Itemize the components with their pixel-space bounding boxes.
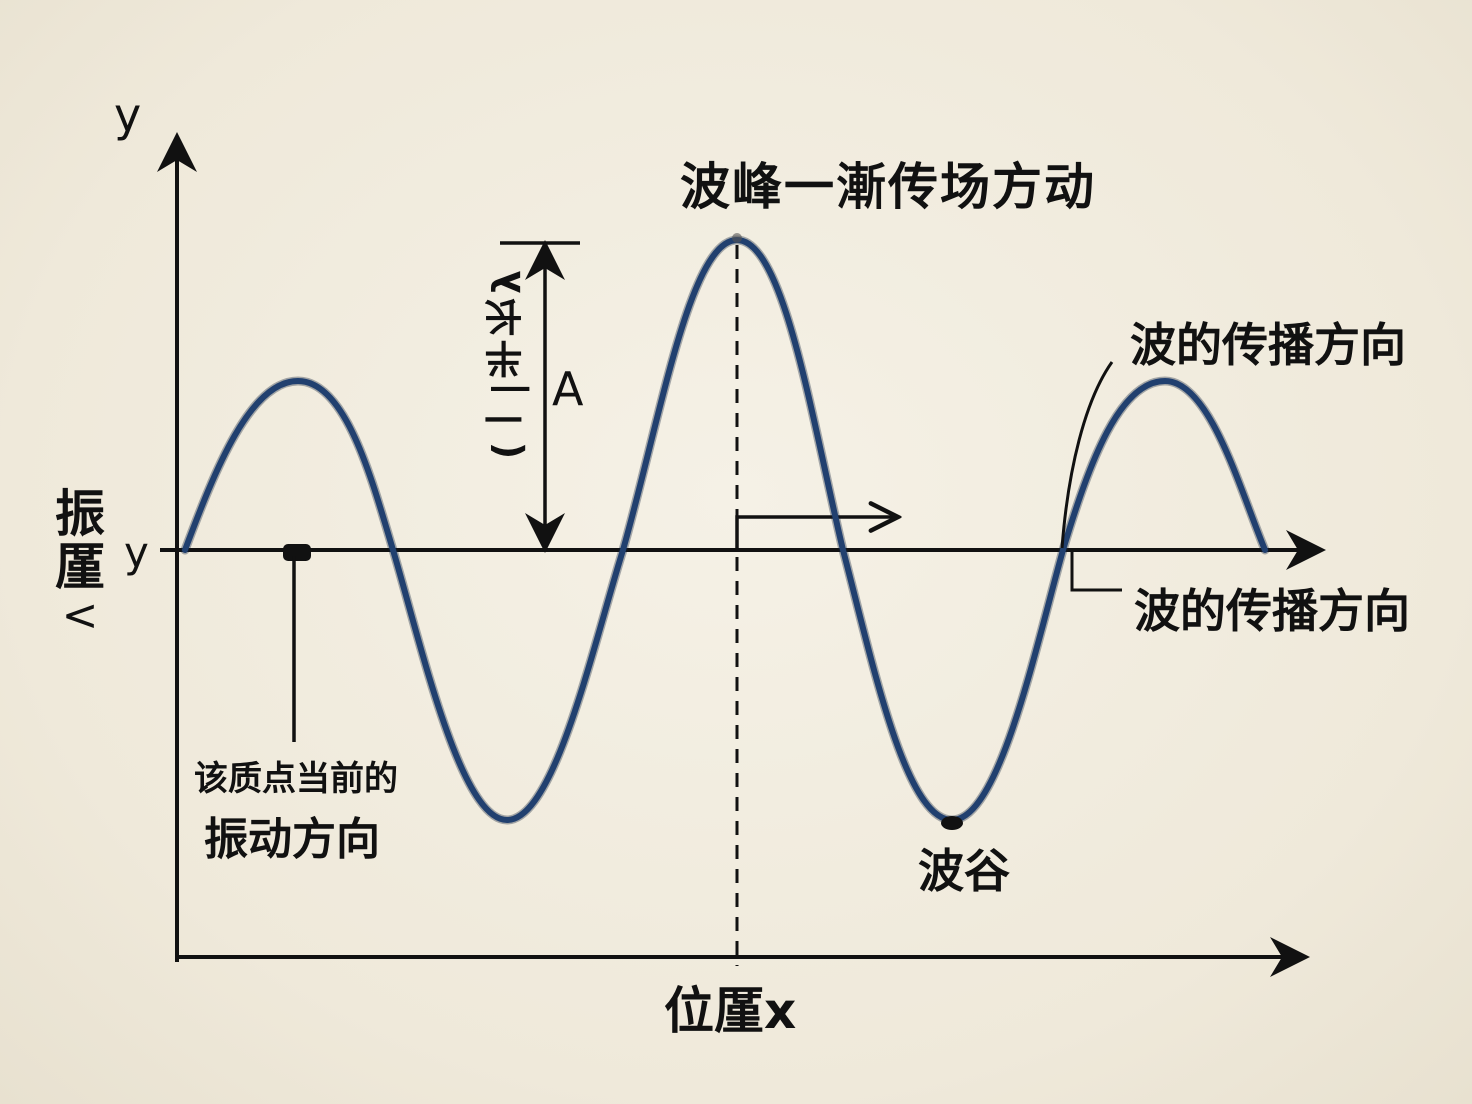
propagation-label-bottom: 波的传播方向 <box>1134 584 1410 638</box>
propagation-arrow <box>735 517 898 550</box>
y-equilibrium-label: y <box>124 528 149 577</box>
propagation-label-top: 波的传播方向 <box>1130 318 1406 372</box>
propagation-bottom-leader <box>1070 552 1122 592</box>
amplitude-side-char-1: 振 <box>55 485 105 543</box>
amplitude-side-char-2: 厪 <box>55 537 105 596</box>
particle-label-line2: 振动方向 <box>204 814 380 865</box>
amplitude-side-label: 振 厪 < <box>52 488 108 639</box>
wave-curve-stroke <box>182 236 1268 824</box>
diagram-title: 波峰一漸传场方动 <box>680 158 1096 216</box>
wave-curve <box>180 235 1270 825</box>
propagation-top-leader <box>1060 361 1114 549</box>
y-axis-label: y <box>114 88 142 142</box>
trough-label: 波谷 <box>918 844 1010 898</box>
amplitude-label: A <box>552 362 584 416</box>
wavelength-label: (一|半长λ <box>485 266 529 460</box>
particle-marker <box>283 544 311 561</box>
particle-label-line1: 该质点当前的 <box>194 759 398 799</box>
trough-marker <box>941 816 963 830</box>
chevron-left-icon: < <box>61 590 99 641</box>
x-axis-label: 位厪x <box>664 982 797 1040</box>
crest-marker <box>732 233 742 243</box>
